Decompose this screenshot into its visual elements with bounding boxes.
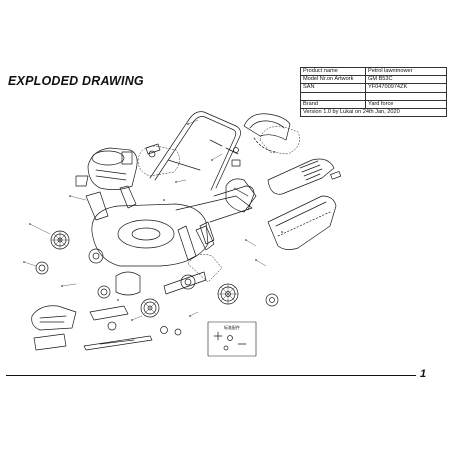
drive-assembly	[115, 225, 215, 296]
blade-adapter	[89, 305, 182, 336]
rear-flap	[225, 178, 257, 213]
catcher-top-cover	[243, 113, 291, 153]
engine-small-parts	[145, 143, 241, 167]
rear-wheel-left	[140, 298, 160, 318]
page-title: EXPLODED DRAWING	[8, 74, 144, 88]
front-wheel-left	[50, 230, 70, 250]
version-note: Version 1.0 by Lukai on 24th Jan, 2020	[300, 107, 447, 118]
mower-deck	[91, 185, 255, 267]
catcher-grill	[267, 158, 342, 195]
leader-lines	[23, 119, 267, 321]
grass-catcher-bag	[267, 195, 337, 250]
assembly-callouts	[137, 125, 300, 283]
handle-assembly	[149, 111, 241, 191]
rear-wheel-hub	[180, 274, 196, 290]
side-discharge	[31, 305, 77, 351]
rear-wheel-small	[265, 293, 279, 307]
standard-parts-inset	[207, 321, 257, 357]
front-wheel-right	[35, 261, 49, 275]
inset-label: 标准配件	[224, 324, 240, 330]
part-number-markers	[23, 123, 283, 321]
cutting-blade	[83, 335, 153, 351]
front-wheel-2	[88, 248, 104, 264]
engine	[75, 147, 138, 190]
front-wheel-3	[97, 285, 111, 299]
height-adjuster	[85, 185, 215, 245]
rear-wheel-right	[217, 283, 239, 305]
footer-rule	[6, 375, 416, 376]
spec-table: Product name Petrol lawnmower Model Nr.o…	[300, 66, 447, 118]
page-number: 1	[420, 368, 427, 380]
spec-row-version: Version 1.0 by Lukai on 24th Jan, 2020	[300, 107, 447, 118]
